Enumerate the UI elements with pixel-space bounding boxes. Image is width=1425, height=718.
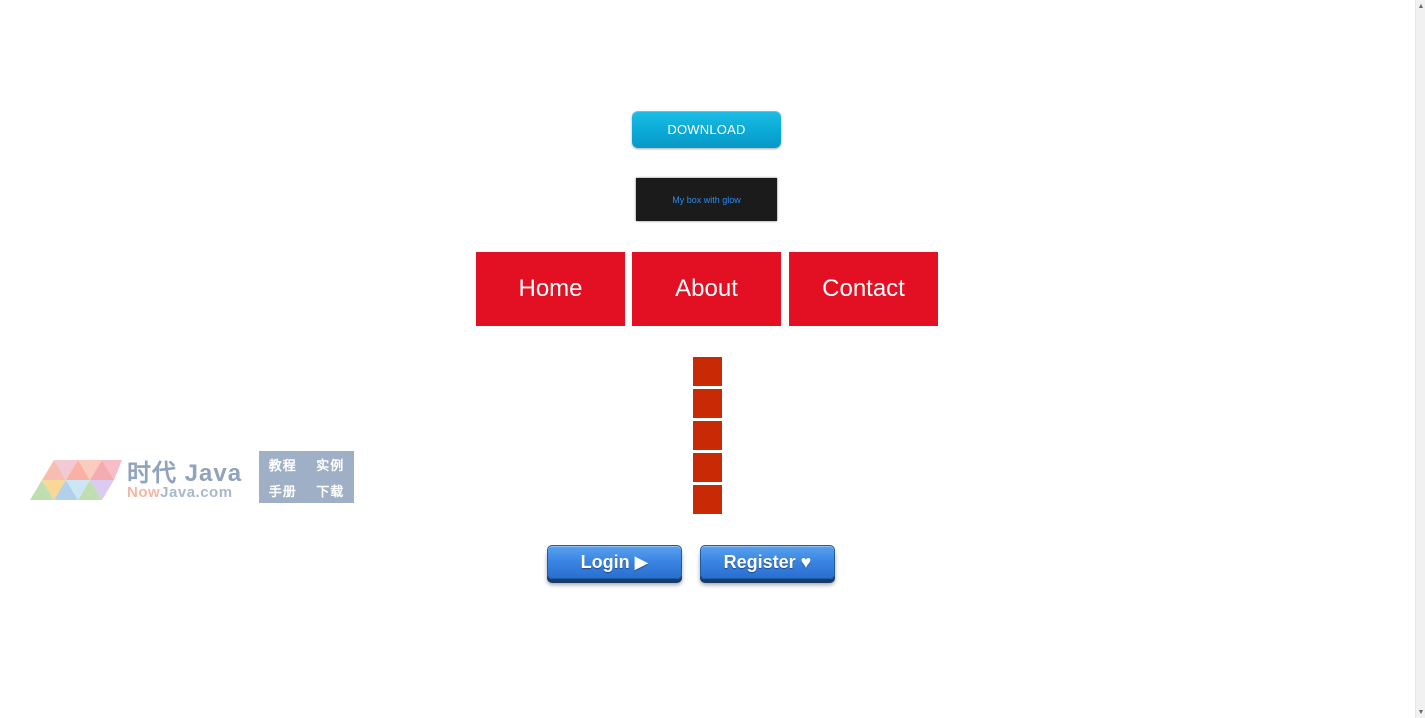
watermark-box: 教程 实例 手册 下载 bbox=[259, 451, 354, 503]
bar-stack bbox=[693, 357, 722, 517]
nav-about[interactable]: About bbox=[632, 252, 781, 326]
watermark-box-item: 下载 bbox=[316, 483, 345, 499]
download-button[interactable]: DOWNLOAD bbox=[632, 111, 781, 148]
watermark: 时代 Java NowJava.com 教程 实例 手册 下载 bbox=[30, 451, 360, 505]
watermark-subtitle: NowJava.com bbox=[127, 484, 233, 501]
watermark-box-item: 实例 bbox=[316, 457, 345, 473]
bar-block bbox=[693, 421, 722, 450]
nav-home[interactable]: Home bbox=[476, 252, 625, 326]
watermark-box-item: 教程 bbox=[268, 457, 297, 473]
arrow-up-icon[interactable]: ▲ bbox=[1417, 2, 1425, 10]
bar-block bbox=[693, 453, 722, 482]
bar-block bbox=[693, 485, 722, 514]
watermark-title: 时代 Java bbox=[127, 460, 243, 487]
login-button[interactable]: Login ▶ bbox=[547, 545, 682, 579]
bar-block bbox=[693, 389, 722, 418]
arrow-down-icon[interactable]: ▼ bbox=[1417, 708, 1425, 716]
watermark-subtitle-now: Now bbox=[127, 484, 161, 501]
logo-triangles-icon bbox=[30, 460, 122, 500]
register-button[interactable]: Register ♥ bbox=[700, 545, 835, 579]
bar-block bbox=[693, 357, 722, 386]
watermark-box-item: 手册 bbox=[268, 483, 297, 499]
glow-box: My box with glow bbox=[636, 178, 777, 221]
watermark-subtitle-rest: Java.com bbox=[160, 484, 233, 501]
vertical-scrollbar[interactable]: ▲ ▼ bbox=[1415, 0, 1425, 718]
nav-contact[interactable]: Contact bbox=[789, 252, 938, 326]
